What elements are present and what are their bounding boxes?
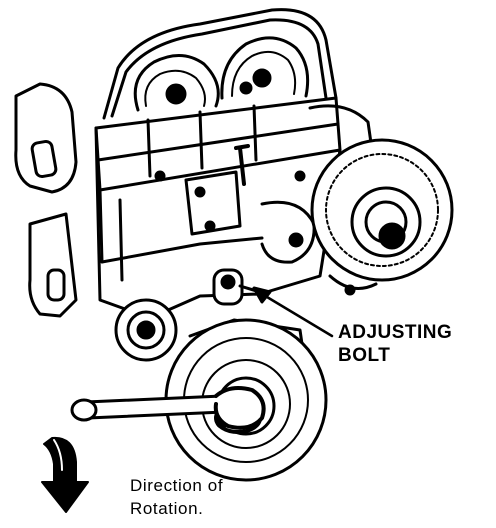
- callout-leader-arrowhead: [252, 286, 272, 304]
- cam-sprocket-right: [220, 36, 310, 100]
- left-mount-bracket: [14, 82, 78, 318]
- idler-pulley: [114, 298, 178, 362]
- engine-block: [94, 126, 342, 320]
- wrench: [70, 386, 266, 430]
- alternator: [308, 104, 454, 296]
- rotation-note-line-2: Rotation.: [130, 499, 204, 518]
- adjusting-bolt: [212, 268, 262, 306]
- cam-sprocket-left: [133, 54, 220, 112]
- rotation-note: Direction of Rotation.: [130, 474, 223, 520]
- adjusting-bolt-callout: ADJUSTING BOLT: [338, 321, 452, 367]
- rotation-direction-arrow: [41, 436, 89, 513]
- rotation-note-line-1: Direction of: [130, 476, 224, 495]
- callout-line-1: ADJUSTING: [338, 322, 453, 343]
- callout-leader-line: [260, 292, 334, 338]
- timing-belt-cover: [94, 8, 342, 192]
- callout-line-2: BOLT: [338, 345, 391, 366]
